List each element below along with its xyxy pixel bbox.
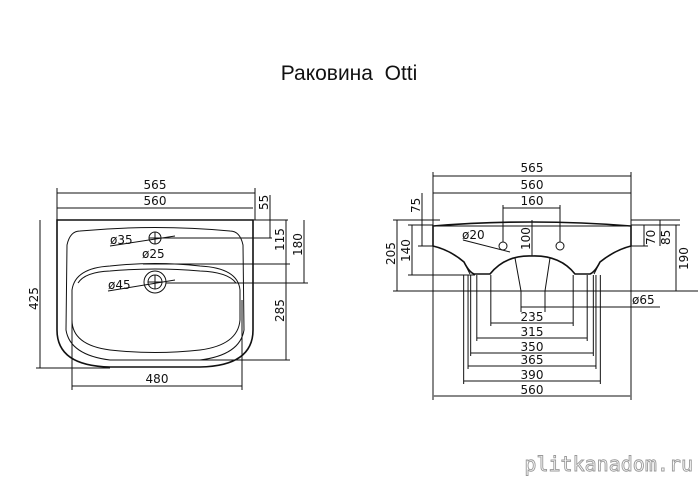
tap-hole-right — [555, 241, 565, 251]
dim-565: 565 — [521, 161, 544, 175]
dim-160: 160 — [521, 194, 544, 208]
label-d25: ø25 — [142, 247, 165, 261]
top-view: 565 560 55 115 180 285 425 480 ø35 ø25 ø… — [27, 178, 308, 390]
basin-outline — [56, 219, 254, 368]
dim-365: 365 — [521, 353, 544, 367]
dim-565: 565 — [144, 178, 167, 192]
dim-115: 115 — [273, 228, 287, 251]
watermark: plitkanadom.ru — [524, 452, 693, 476]
bowl-inner — [77, 268, 237, 284]
drawing-title: Раковина Otti — [280, 62, 418, 85]
label-d45: ø45 — [108, 278, 131, 292]
drain-pipe — [514, 257, 551, 292]
dim-100: 100 — [519, 227, 533, 250]
label-d20: ø20 — [462, 228, 485, 242]
tap-hole-left — [498, 241, 508, 251]
dim-85: 85 — [659, 230, 673, 245]
bowl-outline — [71, 263, 241, 353]
dim-55: 55 — [257, 195, 271, 210]
dim-315: 315 — [521, 325, 544, 339]
dim-140: 140 — [399, 239, 413, 262]
dim-285: 285 — [273, 299, 287, 322]
front-view: 565 560 160 100 ø20 205 140 75 70 85 190… — [384, 161, 698, 400]
basin-inner-rim — [65, 227, 245, 361]
dim-190: 190 — [677, 247, 691, 270]
dim-560: 560 — [521, 383, 544, 397]
dim-560: 560 — [521, 178, 544, 192]
label-d35: ø35 — [110, 233, 133, 247]
dim-560: 560 — [144, 194, 167, 208]
dim-425: 425 — [27, 287, 41, 310]
label-d65: ø65 — [632, 293, 655, 307]
drain-outer — [143, 270, 167, 294]
dim-70: 70 — [644, 230, 658, 245]
dim-205: 205 — [384, 242, 398, 265]
dim-350: 350 — [521, 340, 544, 354]
dim-390: 390 — [521, 368, 544, 382]
dim-235: 235 — [521, 310, 544, 324]
dim-180: 180 — [291, 233, 305, 256]
dim-480: 480 — [146, 372, 169, 386]
dim-75: 75 — [409, 198, 423, 213]
